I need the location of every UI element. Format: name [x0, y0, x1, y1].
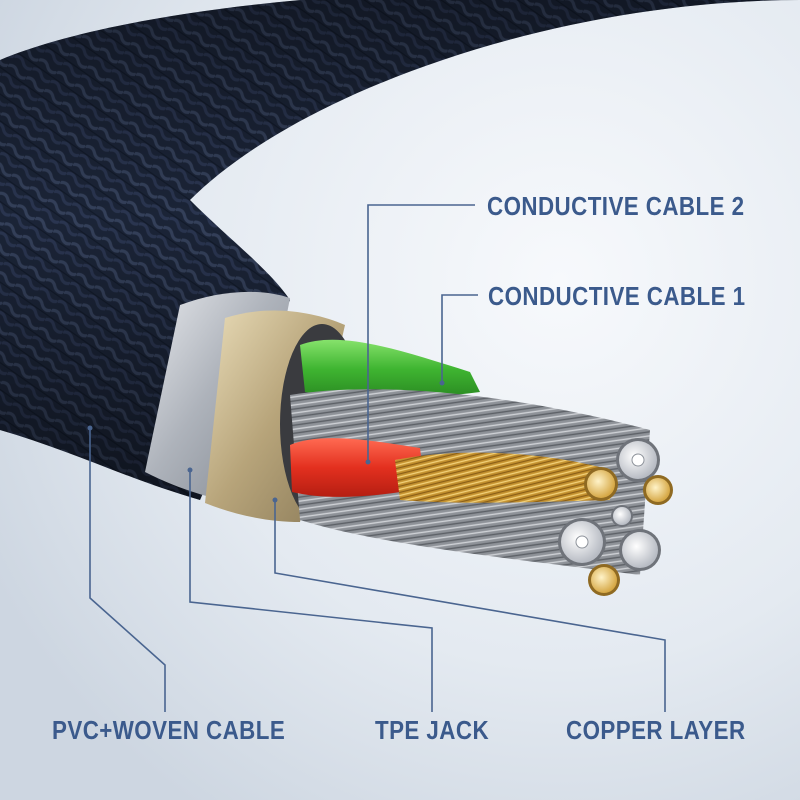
- label-conductive-cable-1: CONDUCTIVE CABLE 1: [488, 281, 746, 311]
- leader-line-copper-layer: [274, 500, 666, 712]
- strand-ends: [558, 438, 673, 596]
- label-conductive-cable-2: CONDUCTIVE CABLE 2: [487, 191, 745, 221]
- leader-lines: [89, 204, 666, 712]
- leader-line-tpe-jack: [189, 470, 433, 712]
- label-pvc-woven-cable: PVC+WOVEN CABLE: [52, 715, 286, 745]
- leader-line-conductive-cable-2: [367, 204, 475, 462]
- leader-dots: [87, 380, 445, 503]
- red-wire: [290, 438, 425, 497]
- label-copper-layer: COPPER LAYER: [566, 715, 746, 745]
- green-wire: [300, 339, 480, 398]
- copper-core: [395, 452, 610, 503]
- leader-line-conductive-cable-1: [441, 294, 478, 383]
- leader-line-pvc-woven-cable: [89, 428, 166, 712]
- label-tpe-jack: TPE JACK: [375, 715, 490, 745]
